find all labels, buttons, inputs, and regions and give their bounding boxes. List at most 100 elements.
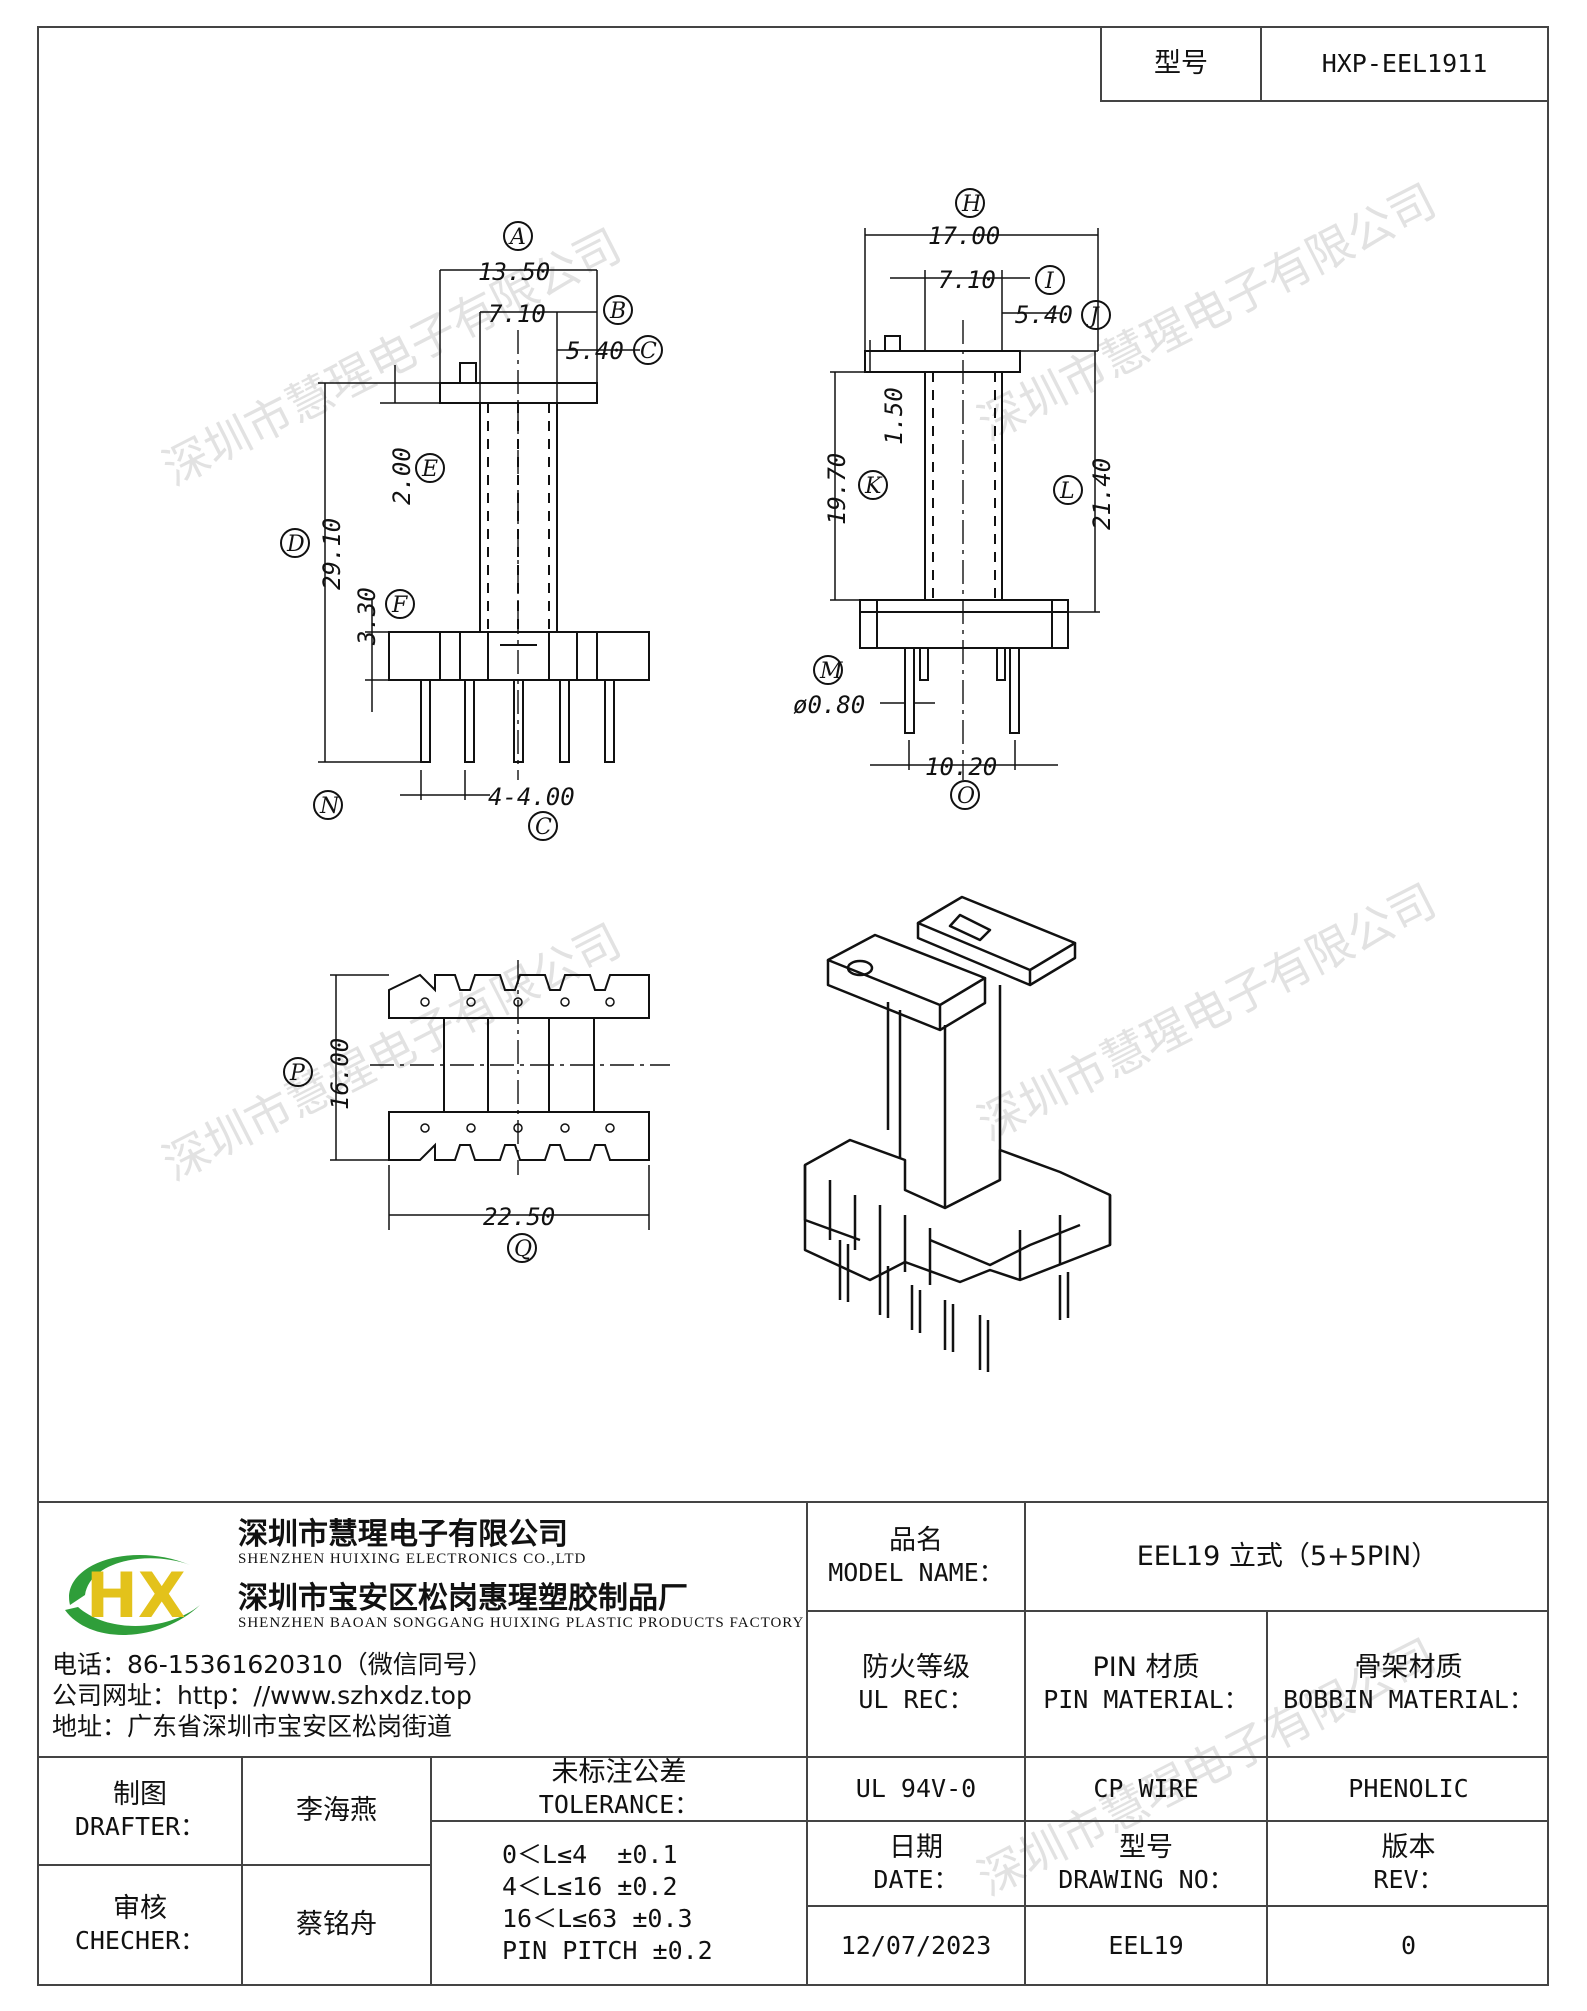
- pin-material-en: PIN MATERIAL：: [1043, 1685, 1249, 1714]
- label-I: I: [1044, 269, 1055, 294]
- revision-cn: 版本: [1381, 1831, 1436, 1863]
- dim-side-pin-value: 1.50: [880, 387, 908, 445]
- drawing-no-value: EEL19: [1108, 1930, 1184, 1960]
- date-value: 12/07/2023: [840, 1930, 992, 1960]
- label-A: A: [508, 225, 526, 250]
- pin-material-value-cell: CP WIRE: [1026, 1758, 1266, 1820]
- grid-line: [241, 1756, 243, 1986]
- dim-F-value: 3.30: [353, 587, 381, 646]
- bobbin-material-value-cell: PHENOLIC: [1268, 1758, 1549, 1820]
- dim-E-value: 2.00: [388, 447, 416, 505]
- drawing-no-value-cell: EEL19: [1026, 1907, 1266, 1984]
- grid-line: [1266, 1610, 1268, 1986]
- tolerance-values: 0＜L≤4 ±0.1 4＜L≤16 ±0.2 16＜L≤63 ±0.3 PIN …: [432, 1822, 806, 1984]
- factory-name-en: SHENZHEN BAOAN SONGGANG HUIXING PLASTIC …: [238, 1615, 805, 1631]
- pin-material-label: PIN 材质 PIN MATERIAL：: [1026, 1612, 1266, 1756]
- dim-K-value: 19.70: [823, 453, 851, 525]
- fire-rating-value: UL 94V-0: [855, 1774, 977, 1803]
- company-name-en: SHENZHEN HUIXING ELECTRONICS CO.,LTD: [238, 1551, 587, 1567]
- label-C-top: C: [640, 339, 657, 364]
- revision-value-cell: 0: [1268, 1907, 1549, 1984]
- drafter-cn: 制图: [113, 1779, 167, 1810]
- dim-O-value: 10.20: [925, 753, 997, 781]
- revision-label: 版本 REV：: [1268, 1822, 1549, 1905]
- tolerance-line: 0＜L≤4 ±0.1: [502, 1840, 678, 1869]
- contact-address: 地址：广东省深圳市宝安区松岗街道: [52, 1712, 453, 1741]
- fire-rating-label: 防火等级 UL REC：: [808, 1612, 1024, 1756]
- label-O: O: [957, 784, 975, 809]
- model-name-en: MODEL NAME：: [828, 1557, 1004, 1587]
- date-en: DATE：: [873, 1864, 959, 1894]
- contact-website: 公司网址：http：//www.szhxdz.top: [52, 1681, 472, 1710]
- label-Q: Q: [514, 1237, 532, 1262]
- grid-line: [806, 1501, 808, 1986]
- drawing-no-label: 型号 DRAWING NO：: [1026, 1822, 1266, 1905]
- checker-cn: 审核: [113, 1893, 167, 1924]
- bobbin-material-en: BOBBIN MATERIAL：: [1283, 1685, 1534, 1714]
- label-F: F: [391, 593, 408, 618]
- company-logo: HX: [65, 1554, 200, 1635]
- bobbin-material-label: 骨架材质 BOBBIN MATERIAL：: [1268, 1612, 1549, 1756]
- tolerance-label: 未标注公差 TOLERANCE：: [432, 1757, 806, 1820]
- grid-line: [806, 1905, 1549, 1907]
- fire-rating-cn: 防火等级: [862, 1652, 970, 1683]
- dim-I-value: 7.10: [938, 266, 996, 294]
- drawing-no-en: DRAWING NO：: [1058, 1864, 1234, 1894]
- label-B: B: [609, 299, 626, 324]
- logo-letters: HX: [86, 1559, 186, 1632]
- label-P: P: [289, 1061, 306, 1086]
- grid-line: [430, 1756, 432, 1986]
- dim-C-top-value: 5.40: [566, 337, 624, 365]
- revision-en: REV：: [1373, 1864, 1444, 1894]
- label-D: D: [286, 532, 305, 557]
- model-name-value-cell: EEL19 立式（5+5PIN）: [1026, 1503, 1549, 1610]
- label-H: H: [961, 192, 982, 217]
- side-view: [813, 188, 1111, 810]
- tolerance-en: TOLERANCE：: [538, 1790, 700, 1819]
- label-M: M: [819, 659, 843, 684]
- grid-line: [37, 1864, 430, 1866]
- isometric-view: [803, 895, 1112, 1372]
- dim-C-bottom-value: 4-4.00: [488, 783, 575, 811]
- header-model-value-cell: HXP-EEL1911: [1260, 26, 1549, 102]
- model-name-value: EEL19 立式（5+5PIN）: [1136, 1540, 1439, 1572]
- title-block-top-line: [37, 1501, 1549, 1503]
- dim-P-value: 16.00: [326, 1038, 354, 1110]
- dim-M-value: ø0.80: [793, 691, 865, 719]
- pin-material-cn: PIN 材质: [1092, 1652, 1200, 1683]
- drafter-label: 制图 DRAFTER：: [39, 1758, 241, 1864]
- header-model-label: 型号: [1154, 48, 1208, 79]
- drawing-no-cn: 型号: [1119, 1831, 1173, 1863]
- dim-H-value: 17.00: [928, 222, 1000, 250]
- grid-line: [806, 1610, 1549, 1612]
- tolerance-cn: 未标注公差: [551, 1757, 687, 1788]
- checker-name: 蔡铭舟: [296, 1909, 377, 1940]
- drafter-name-cell: 李海燕: [243, 1758, 430, 1864]
- label-L: L: [1059, 479, 1075, 504]
- checker-name-cell: 蔡铭舟: [243, 1866, 430, 1984]
- date-cn: 日期: [889, 1831, 943, 1863]
- tolerance-line: PIN PITCH ±0.2: [502, 1936, 713, 1965]
- dim-A-value: 13.50: [478, 258, 550, 286]
- drawing-frame: [37, 26, 1549, 1986]
- tolerance-line: 4＜L≤16 ±0.2: [502, 1872, 678, 1901]
- label-J: J: [1086, 304, 1100, 329]
- contact-phone: 电话：86-15361620310（微信同号）: [52, 1650, 493, 1679]
- checker-label: 审核 CHECHER：: [39, 1866, 241, 1984]
- bobbin-material-cn: 骨架材质: [1354, 1652, 1463, 1683]
- label-E: E: [421, 457, 438, 482]
- date-label: 日期 DATE：: [808, 1822, 1024, 1905]
- factory-name-cn: 深圳市宝安区松岗惠瑆塑胶制品厂: [238, 1581, 688, 1616]
- drafter-en: DRAFTER：: [74, 1812, 206, 1841]
- front-view: [280, 221, 663, 841]
- company-name-cn: 深圳市慧瑆电子有限公司: [238, 1517, 568, 1552]
- date-value-cell: 12/07/2023: [808, 1907, 1024, 1984]
- contact-info: 电话：86-15361620310（微信同号） 公司网址：http：//www.…: [52, 1649, 493, 1742]
- dim-Q-value: 22.50: [483, 1203, 555, 1231]
- checker-en: CHECHER：: [74, 1926, 206, 1955]
- grid-line: [37, 1756, 1549, 1758]
- fire-rating-value-cell: UL 94V-0: [808, 1758, 1024, 1820]
- fire-rating-en: UL REC：: [858, 1685, 974, 1714]
- bottom-view: [283, 960, 670, 1263]
- technical-drawing: 13.50 7.10 5.40 4-4.00 29.10 2.00 3.30 A…: [280, 188, 1116, 1372]
